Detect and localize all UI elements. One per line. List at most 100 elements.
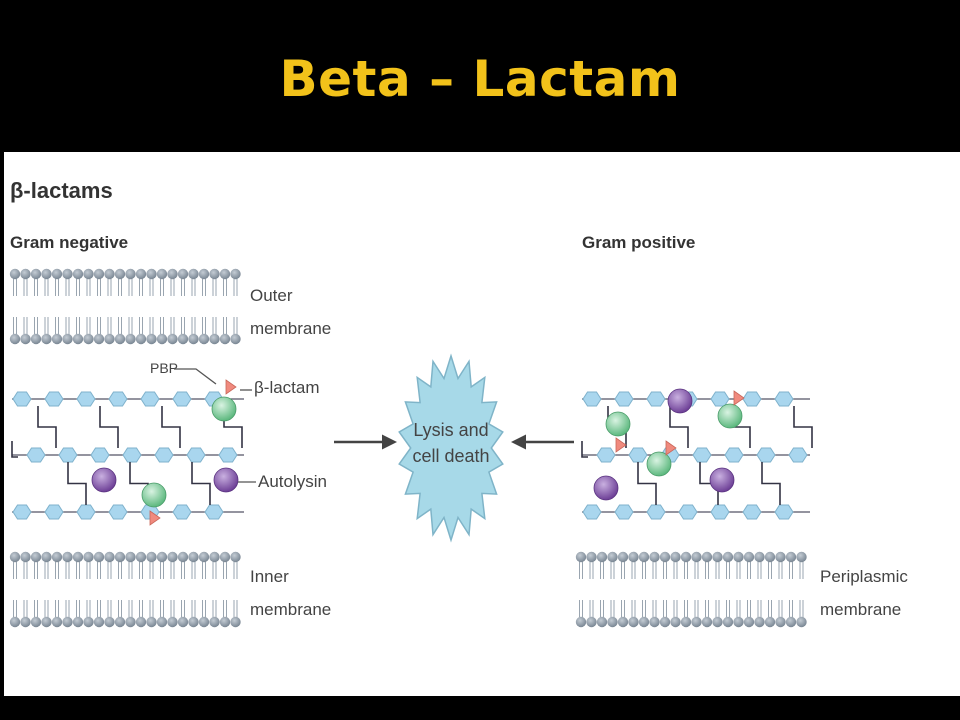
lipid-head	[51, 268, 63, 280]
lipid-head	[680, 551, 692, 563]
lipid-head	[188, 616, 199, 628]
glycan-unit	[108, 391, 128, 407]
lipid-head	[177, 333, 189, 345]
lipid-head	[125, 268, 136, 280]
periplasmic-membrane-label-line1: Periplasmic	[820, 567, 908, 586]
peptide-crosslink	[699, 462, 719, 505]
lipid-head	[51, 551, 63, 563]
lipid-head	[691, 616, 702, 628]
autolysin-protein	[593, 475, 619, 501]
lipid-head	[30, 616, 42, 628]
lipid-head	[177, 268, 189, 280]
glycan-unit	[76, 391, 96, 407]
lipid-head	[775, 551, 786, 563]
lipid-head	[30, 333, 42, 345]
glycan-unit	[742, 391, 762, 407]
autolysin-protein	[213, 467, 239, 493]
lipid-head	[114, 333, 126, 345]
lipid-head	[135, 333, 147, 345]
lipid-head	[596, 551, 608, 563]
lipid-head	[125, 616, 136, 628]
inner-membrane-label-line2: membrane	[250, 600, 331, 619]
lipid-head	[135, 268, 147, 280]
lipid-head	[764, 616, 776, 628]
lipid-head	[209, 333, 220, 345]
lipid-head	[754, 551, 765, 563]
lipid-head	[796, 616, 807, 628]
lipid-head	[775, 616, 786, 628]
lipid-head	[575, 551, 587, 563]
glycan-unit	[154, 447, 174, 463]
glycan-unit	[646, 504, 666, 520]
lipid-head	[156, 551, 168, 563]
inner-membrane	[9, 551, 241, 628]
lipid-head	[230, 333, 241, 345]
lipid-head	[20, 268, 31, 280]
lipid-head	[146, 551, 157, 563]
peptide-crosslink	[761, 462, 781, 505]
glycan-unit	[204, 504, 224, 520]
lipid-head	[177, 551, 189, 563]
lipid-head	[617, 551, 629, 563]
glycan-unit	[26, 447, 46, 463]
lipid-head	[62, 551, 73, 563]
outer-membrane-label-line2: membrane	[250, 319, 331, 338]
peptide-crosslink	[99, 406, 119, 448]
peptide-crosslink	[11, 441, 18, 458]
figure-heading: β-lactams	[10, 178, 113, 203]
lipid-head	[83, 333, 94, 345]
glycan-unit	[122, 447, 142, 463]
glycan-unit	[44, 391, 64, 407]
glycan-unit	[582, 504, 602, 520]
beta-lactam-molecule	[149, 510, 161, 526]
periplasmic-membrane-label-line2: membrane	[820, 600, 901, 619]
slide-title: Beta – Lactam	[279, 50, 681, 108]
glycan-unit	[774, 504, 794, 520]
lipid-head	[51, 616, 63, 628]
lipid-head	[188, 551, 199, 563]
beta-lactam-molecule	[615, 437, 627, 453]
figure-panel: β-lactams Gram negative Gram positive Ou…	[4, 152, 960, 696]
lipid-head	[659, 551, 671, 563]
peptide-crosslink	[793, 406, 813, 448]
glycan-unit	[186, 447, 206, 463]
lipid-head	[93, 551, 105, 563]
peptide-crosslink	[37, 406, 57, 448]
peptide-crosslink	[581, 441, 588, 458]
peptide-crosslink	[67, 462, 87, 505]
lipid-head	[209, 268, 220, 280]
lipid-head	[198, 268, 210, 280]
lipid-head	[41, 268, 52, 280]
lipid-head	[230, 268, 241, 280]
lipid-head	[83, 616, 94, 628]
lipid-head	[83, 551, 94, 563]
glycan-unit	[172, 504, 192, 520]
lipid-head	[20, 616, 31, 628]
lipid-head	[607, 616, 618, 628]
glycan-unit	[710, 391, 730, 407]
lipid-head	[628, 616, 639, 628]
glycan-unit	[90, 447, 110, 463]
glycan-unit	[646, 391, 666, 407]
lipid-head	[156, 268, 168, 280]
lipid-head	[796, 551, 807, 563]
lipid-head	[9, 268, 21, 280]
lipid-head	[41, 333, 52, 345]
lipid-head	[9, 333, 21, 345]
glycan-unit	[172, 391, 192, 407]
lipid-head	[125, 333, 136, 345]
gram-positive-label: Gram positive	[582, 233, 695, 252]
lipid-head	[701, 551, 713, 563]
lipid-head	[722, 551, 734, 563]
lipid-head	[20, 333, 31, 345]
glycan-unit	[44, 504, 64, 520]
lipid-head	[62, 268, 73, 280]
pbp-label: PBP	[150, 360, 178, 376]
lipid-head	[114, 616, 126, 628]
lipid-head	[198, 616, 210, 628]
peptidoglycan-gram-negative	[11, 391, 244, 520]
pbp-protein	[646, 451, 672, 477]
lipid-head	[230, 616, 241, 628]
lipid-head	[575, 616, 587, 628]
lipid-head	[9, 616, 21, 628]
